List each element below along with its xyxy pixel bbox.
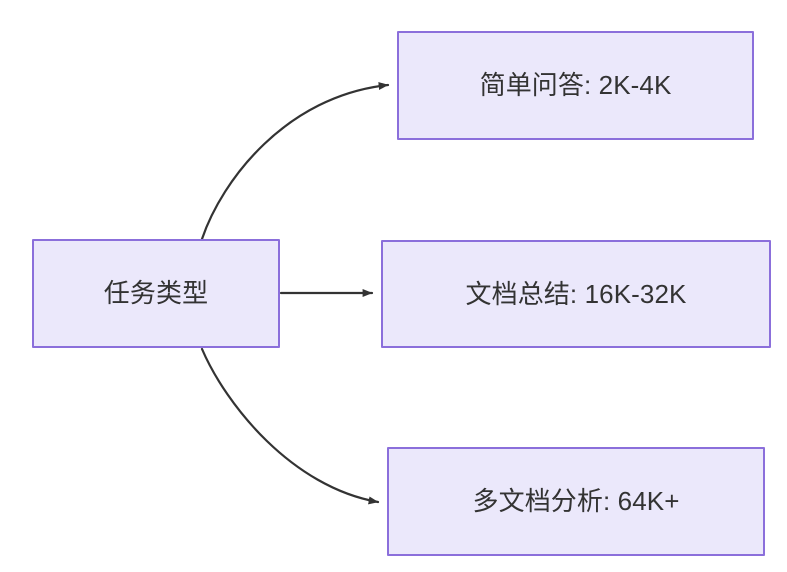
node-doc-summary-label: 文档总结: 16K-32K <box>465 278 687 309</box>
edge-root-to-simple-qa <box>200 82 390 241</box>
node-multi-doc[interactable]: 多文档分析: 64K+ <box>387 447 765 556</box>
node-doc-summary[interactable]: 文档总结: 16K-32K <box>381 240 771 348</box>
node-task-type-label: 任务类型 <box>103 278 209 309</box>
edge-root-to-multi-doc <box>200 347 380 505</box>
node-task-type[interactable]: 任务类型 <box>32 239 280 348</box>
node-simple-qa[interactable]: 简单问答: 2K-4K <box>397 31 754 140</box>
node-simple-qa-label: 简单问答: 2K-4K <box>479 70 672 101</box>
node-multi-doc-label: 多文档分析: 64K+ <box>472 486 680 517</box>
